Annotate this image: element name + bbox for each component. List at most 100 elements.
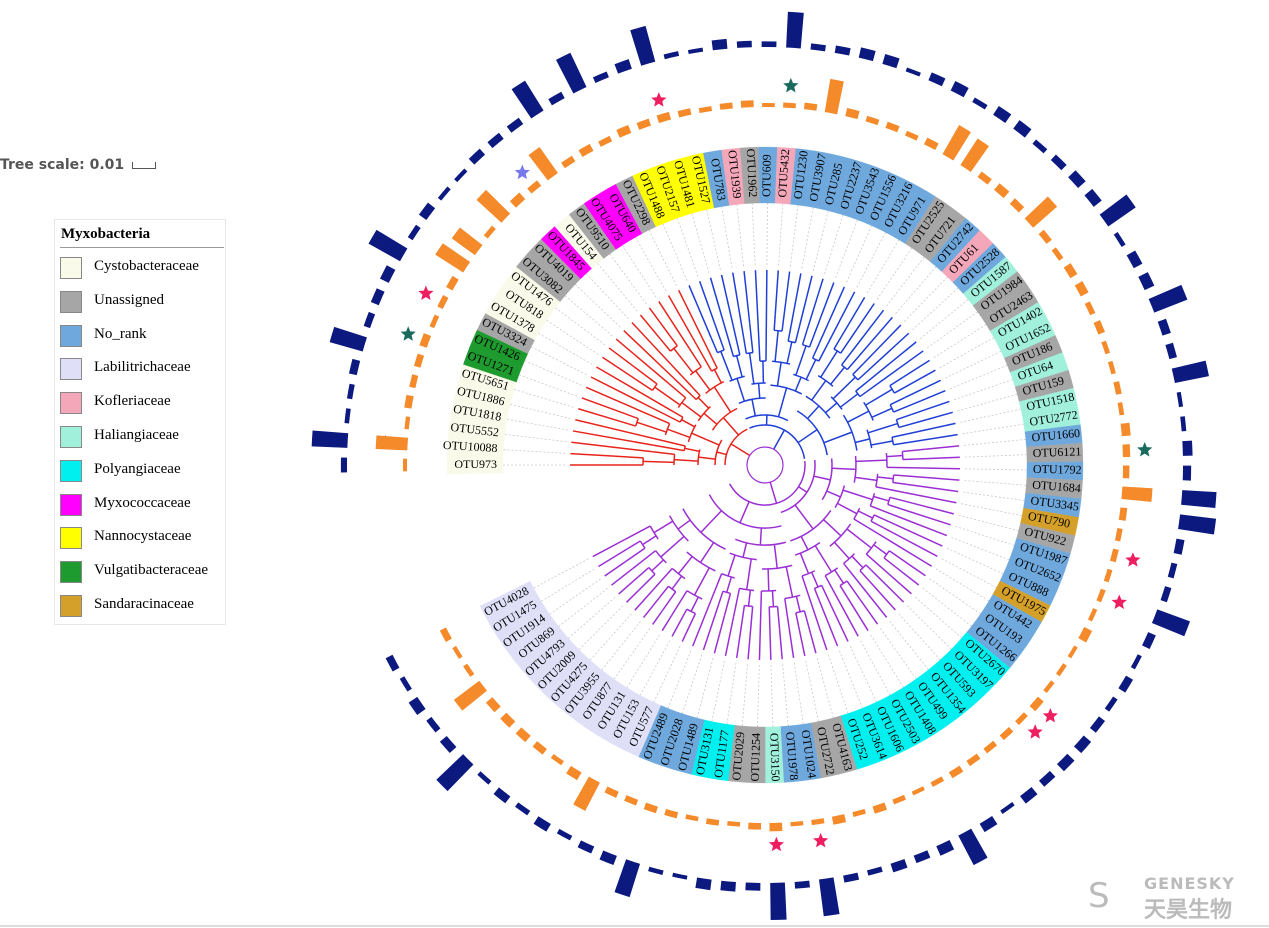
tree-branch	[602, 356, 640, 383]
navy-ring-bar	[408, 696, 426, 716]
legend-swatch	[60, 561, 82, 584]
tree-branch	[578, 408, 621, 423]
orange-ring-bar	[1109, 548, 1119, 563]
navy-ring-bar	[556, 828, 573, 841]
navy-ring-bar	[1180, 416, 1187, 432]
tree-branch	[575, 419, 665, 442]
tree-branch	[624, 525, 651, 541]
leaf-guide-line	[929, 578, 981, 615]
leaf-guide-line	[648, 229, 677, 286]
tree-arc	[749, 424, 806, 459]
navy-ring-bar	[363, 311, 376, 329]
tree-arc	[708, 494, 782, 529]
orange-ring-bar	[1096, 588, 1106, 603]
tree-branch	[831, 291, 856, 336]
tree-branch	[608, 347, 635, 368]
tree-branch	[700, 510, 723, 533]
leaf-guide-line	[964, 438, 1026, 446]
tree-branch	[620, 420, 636, 427]
tree-branch	[826, 490, 841, 498]
tree-branch	[625, 547, 646, 562]
leaf-guide-line	[613, 628, 651, 680]
genesky-watermark: S GENESKY 天昊生物	[1088, 872, 1256, 923]
tree-branch	[771, 590, 775, 607]
tree-branch	[839, 585, 849, 598]
legend-swatch	[60, 257, 82, 279]
legend-title: Myxobacteria	[61, 226, 151, 242]
tree-branch	[651, 559, 665, 572]
leaf-guide-line	[960, 408, 1022, 423]
leaf-guide-line	[681, 654, 703, 714]
leaf-guide-line	[667, 650, 692, 709]
navy-ring-bar	[1142, 632, 1156, 650]
legend-label: Labilitrichaceae	[94, 359, 191, 376]
tree-branch	[805, 359, 817, 380]
leaf-guide-line	[964, 480, 1027, 486]
tree-branch	[889, 496, 913, 504]
tree-branch	[806, 405, 820, 420]
tree-branch	[882, 350, 924, 381]
marker-star-icon	[1042, 708, 1058, 723]
orange-ring-bar	[904, 130, 919, 141]
tree-branch	[855, 438, 870, 444]
tree-branch	[717, 590, 724, 605]
navy-ring-bar	[1038, 770, 1056, 787]
orange-ring-bar	[463, 663, 475, 677]
tree-arc	[697, 449, 701, 466]
tree-branch	[585, 386, 650, 416]
tree-branch	[748, 352, 755, 384]
tree-branch	[916, 456, 960, 460]
tree-arc	[853, 456, 857, 483]
orange-ring-bar	[1009, 198, 1025, 213]
leaf-guide-line	[839, 650, 863, 709]
orange-ring-bar	[1055, 663, 1067, 677]
tree-branch	[706, 348, 718, 369]
tree-branch	[636, 421, 667, 433]
tree-branch	[842, 489, 873, 501]
tree-branch	[801, 329, 808, 345]
navy-ring-bar	[761, 41, 777, 48]
tree-arc	[843, 553, 856, 565]
tree-arc	[842, 414, 858, 451]
tree-branch	[840, 351, 852, 366]
tree-branch	[801, 575, 813, 604]
legend-swatch	[60, 290, 82, 313]
leaf-guide-line	[503, 449, 566, 454]
orange-ring-bar	[664, 809, 679, 819]
leaf-label: OTU3345	[1030, 493, 1080, 513]
tree-branch	[739, 501, 750, 524]
navy-ring-bar	[370, 288, 385, 306]
legend-label: Unassigned	[94, 291, 164, 308]
tree-branch	[904, 379, 941, 399]
leaf-guide-line	[757, 664, 760, 727]
leaf-guide-line	[506, 418, 569, 431]
orange-ring-bar	[1093, 320, 1105, 335]
tree-branch	[920, 390, 946, 402]
tree-branch	[681, 419, 696, 428]
leaf-guide-line	[846, 225, 873, 283]
tree-branch	[803, 610, 812, 634]
tree-branch	[813, 588, 821, 602]
tree-branch	[831, 467, 856, 471]
tree-arc	[889, 385, 895, 394]
tree-branch	[852, 362, 865, 376]
tree-branch	[667, 428, 691, 439]
leaf-guide-line	[751, 203, 756, 266]
tree-arc	[891, 437, 895, 445]
tree-arc	[668, 515, 689, 542]
orange-ring-bar	[1120, 422, 1131, 437]
tree-branch	[823, 431, 853, 444]
leaf-guide-line	[962, 423, 1024, 435]
tree-branch	[846, 597, 869, 631]
tree-branch	[886, 466, 916, 469]
navy-ring-bar	[368, 229, 408, 262]
tree-branch	[833, 541, 850, 560]
leaf-guide-line	[555, 307, 606, 346]
leaf-label: OTU5552	[450, 420, 500, 440]
tree-branch	[897, 515, 948, 537]
leaf-label: OTU1230	[791, 150, 811, 200]
tree-branch	[673, 347, 694, 374]
tree-branch	[765, 270, 768, 333]
leaf-guide-line	[626, 634, 660, 688]
leaf-guide-line	[721, 206, 733, 268]
